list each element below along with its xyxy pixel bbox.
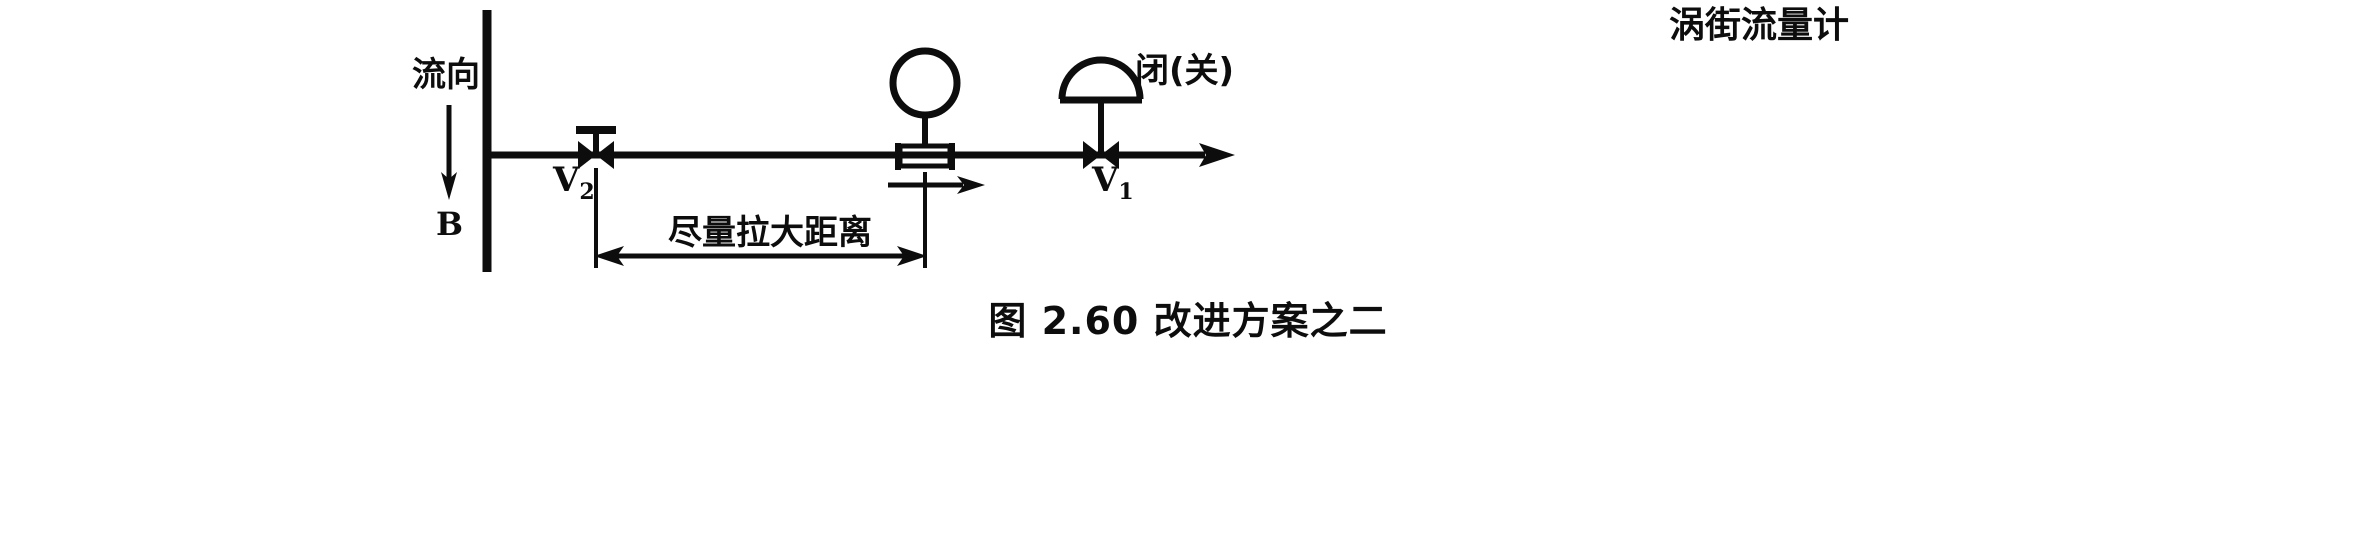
valve-v2-body-right	[596, 141, 614, 169]
valve-v1-state-label: 闭(关)	[1135, 51, 1235, 91]
valve-v1-label-subscript: 1	[1118, 178, 1134, 205]
valve-v2-label-letter: V	[553, 160, 580, 200]
valve-v1-label-letter: V	[1092, 160, 1119, 200]
valve-v1-symbol	[1058, 56, 1144, 169]
valve-v1-label: V1	[1092, 163, 1134, 203]
flowmeter-transmitter-circle	[889, 47, 961, 119]
meter-flow-arrow-head	[957, 176, 985, 194]
valve-v2-label-subscript: 2	[579, 178, 595, 205]
valve-v1-body-right	[1101, 141, 1119, 169]
header-tag-label: B	[436, 205, 464, 243]
valve-v2-body-left	[578, 141, 596, 169]
header-flow-arrow-head	[441, 172, 457, 200]
flow-direction-label: 流向	[412, 55, 480, 95]
valve-v2-symbol	[576, 126, 616, 169]
valve-v2-label: V2	[553, 163, 595, 203]
flowmeter-label: 涡街流量计	[1668, 5, 1849, 46]
pipe-flow-arrow-head	[1199, 143, 1235, 167]
distance-note-label: 尽量拉大距离	[668, 213, 872, 253]
valve-v1-actuator-dome	[1058, 56, 1144, 100]
dimension-arrow-head-right	[897, 246, 927, 266]
valve-v1-body-left	[1083, 141, 1101, 169]
dimension-arrow-head-left	[594, 246, 624, 266]
figure-caption: 图 2.60 改进方案之二	[988, 299, 1388, 343]
vortex-flowmeter-symbol	[889, 47, 961, 170]
